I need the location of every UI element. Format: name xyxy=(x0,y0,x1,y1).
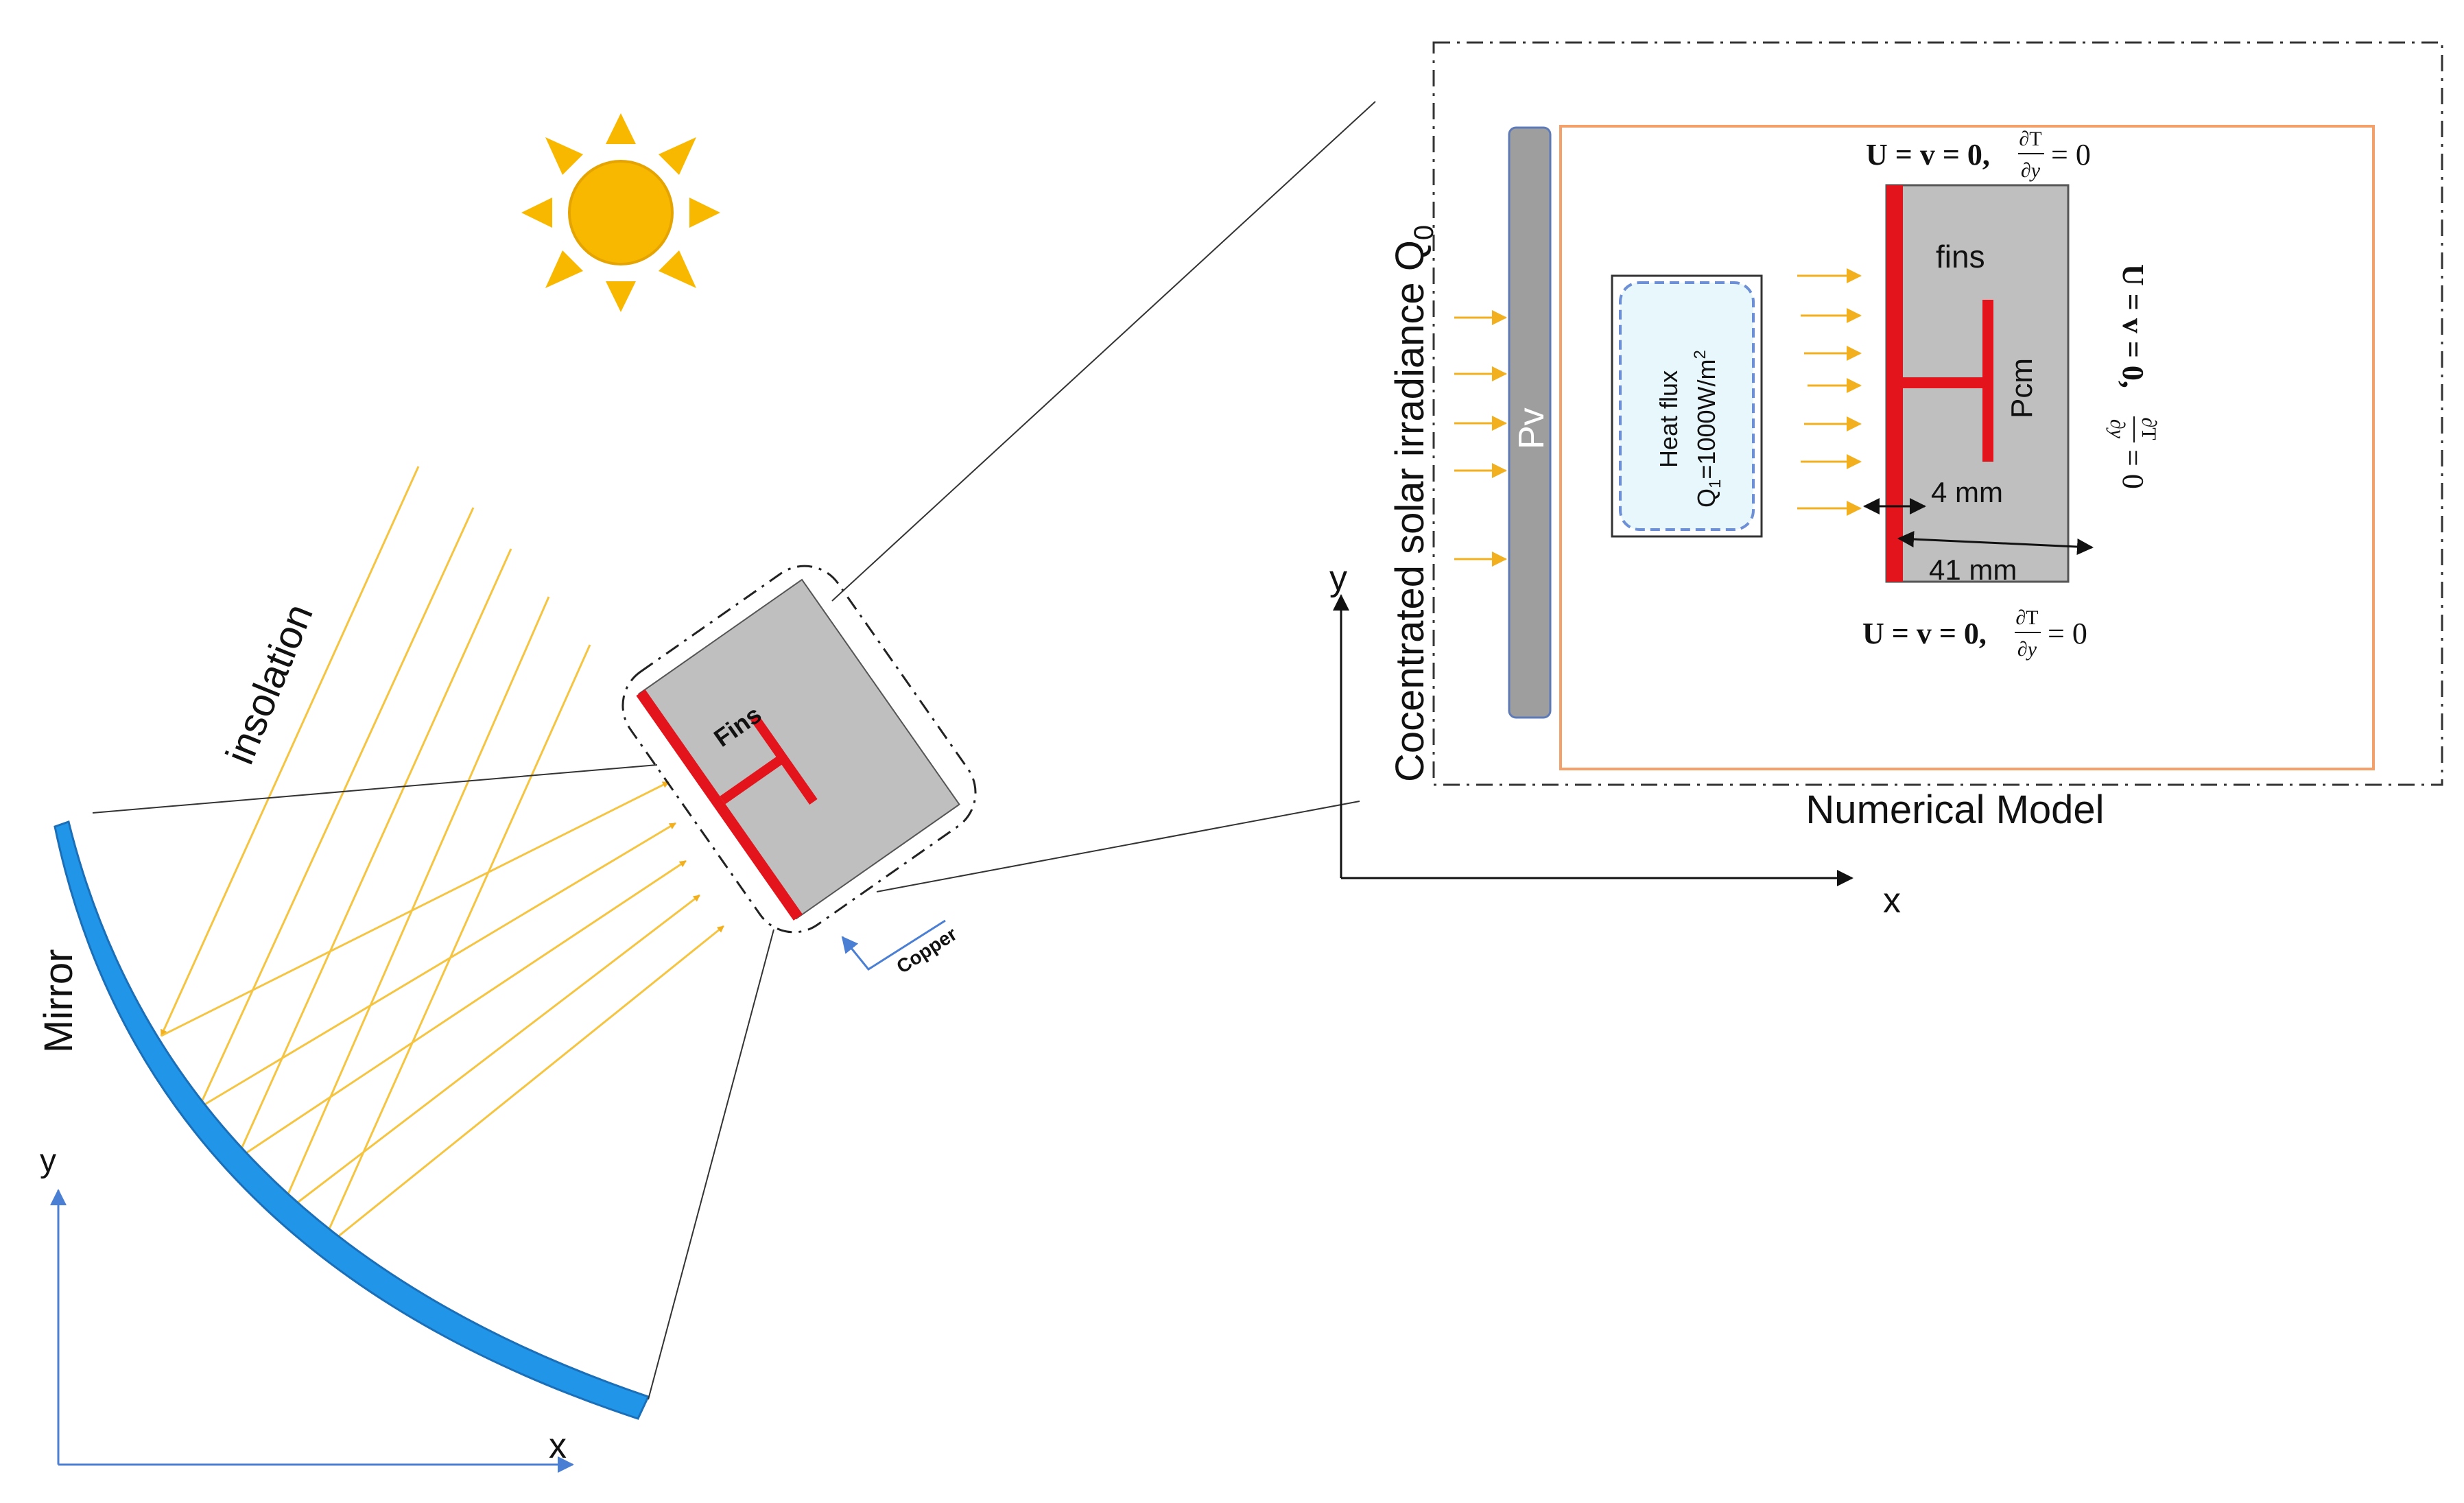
reflected-ray xyxy=(277,894,700,1219)
irradiance-label: Cocentrated solar irradiance Q0 xyxy=(1388,225,1439,782)
svg-text:= 0: = 0 xyxy=(2116,449,2150,489)
heat-flux-arrows xyxy=(1797,268,1862,516)
reflected-ray xyxy=(161,781,670,1037)
copper-indicator: Copper xyxy=(841,919,961,978)
incident-ray xyxy=(318,644,591,1253)
incident-ray xyxy=(276,596,550,1218)
dim-41mm-label: 41 mm xyxy=(1929,554,2017,586)
right-axes xyxy=(1333,594,1853,886)
mirror-label: Mirror xyxy=(36,949,81,1053)
reflected-ray xyxy=(236,860,687,1161)
svg-text:= 0: = 0 xyxy=(2051,138,2091,171)
receiver-fin-horizontal xyxy=(720,753,787,805)
incident-ray xyxy=(198,507,475,1109)
receiver-fin-base xyxy=(636,689,803,921)
pv-panel xyxy=(1508,126,1552,719)
heat-flux-inner xyxy=(1619,281,1755,531)
right-axis-y-label: y xyxy=(1329,558,1347,598)
bc-right: U = v = 0, ∂T ∂y = 0 xyxy=(2106,264,2160,489)
fin-horizontal xyxy=(1903,377,1988,388)
svg-text:= 0: = 0 xyxy=(2048,617,2087,650)
svg-text:∂y: ∂y xyxy=(2021,159,2041,182)
incident-ray xyxy=(160,466,420,1037)
numerical-model-label: Numerical Model xyxy=(1805,788,2104,832)
irradiance-arrows xyxy=(1454,310,1507,567)
dim-4mm-label: 4 mm xyxy=(1931,476,2003,508)
left-axis-x-label: x xyxy=(549,1426,567,1466)
svg-text:∂T: ∂T xyxy=(2019,128,2041,150)
dim-41mm-arrow xyxy=(1897,531,2094,555)
svg-text:U = v = 0,: U = v = 0, xyxy=(1862,617,1987,650)
heat-flux-value: Q1=1000W/m2 xyxy=(1691,350,1725,508)
parabolic-mirror xyxy=(54,820,650,1420)
svg-text:∂T: ∂T xyxy=(2015,606,2038,629)
sun-icon xyxy=(521,113,720,312)
receiver-zoom-frame xyxy=(621,565,977,934)
fin-vertical xyxy=(1982,300,1993,462)
left-axis-y-label: y xyxy=(40,1143,56,1179)
svg-text:U = v = 0,: U = v = 0, xyxy=(1866,138,1990,171)
numerical-model-frame xyxy=(1432,41,2443,786)
fin-base-plate xyxy=(1886,185,1903,582)
computational-domain xyxy=(1559,125,2375,770)
reflected-ray xyxy=(198,822,676,1109)
reflected-ray xyxy=(318,925,724,1253)
svg-text:∂y: ∂y xyxy=(2017,638,2037,661)
insolation-label: insolation xyxy=(217,597,322,770)
insolation-rays xyxy=(160,466,724,1253)
receiver-pcm-block xyxy=(638,578,960,920)
svg-text:∂y: ∂y xyxy=(2106,419,2129,439)
heat-flux-title: Heat flux xyxy=(1655,370,1683,468)
focus-lines xyxy=(92,764,774,1400)
svg-text:∂T: ∂T xyxy=(2137,417,2160,440)
zoom-lines xyxy=(831,101,1376,892)
receiver: Fins xyxy=(621,565,977,934)
receiver-fin-vertical xyxy=(750,715,818,805)
right-axis-x-label: x xyxy=(1883,881,1901,921)
svg-text:U = v = 0,: U = v = 0, xyxy=(2116,264,2150,388)
fins-label: fins xyxy=(1936,239,1985,274)
bc-bottom: U = v = 0, ∂T ∂y = 0 xyxy=(1862,606,2087,661)
pcm-label: Pcm xyxy=(2005,358,2039,418)
pv-label: Pv xyxy=(1512,407,1552,449)
bc-top: U = v = 0, ∂T ∂y = 0 xyxy=(1866,128,2091,182)
left-axes xyxy=(50,1189,574,1473)
